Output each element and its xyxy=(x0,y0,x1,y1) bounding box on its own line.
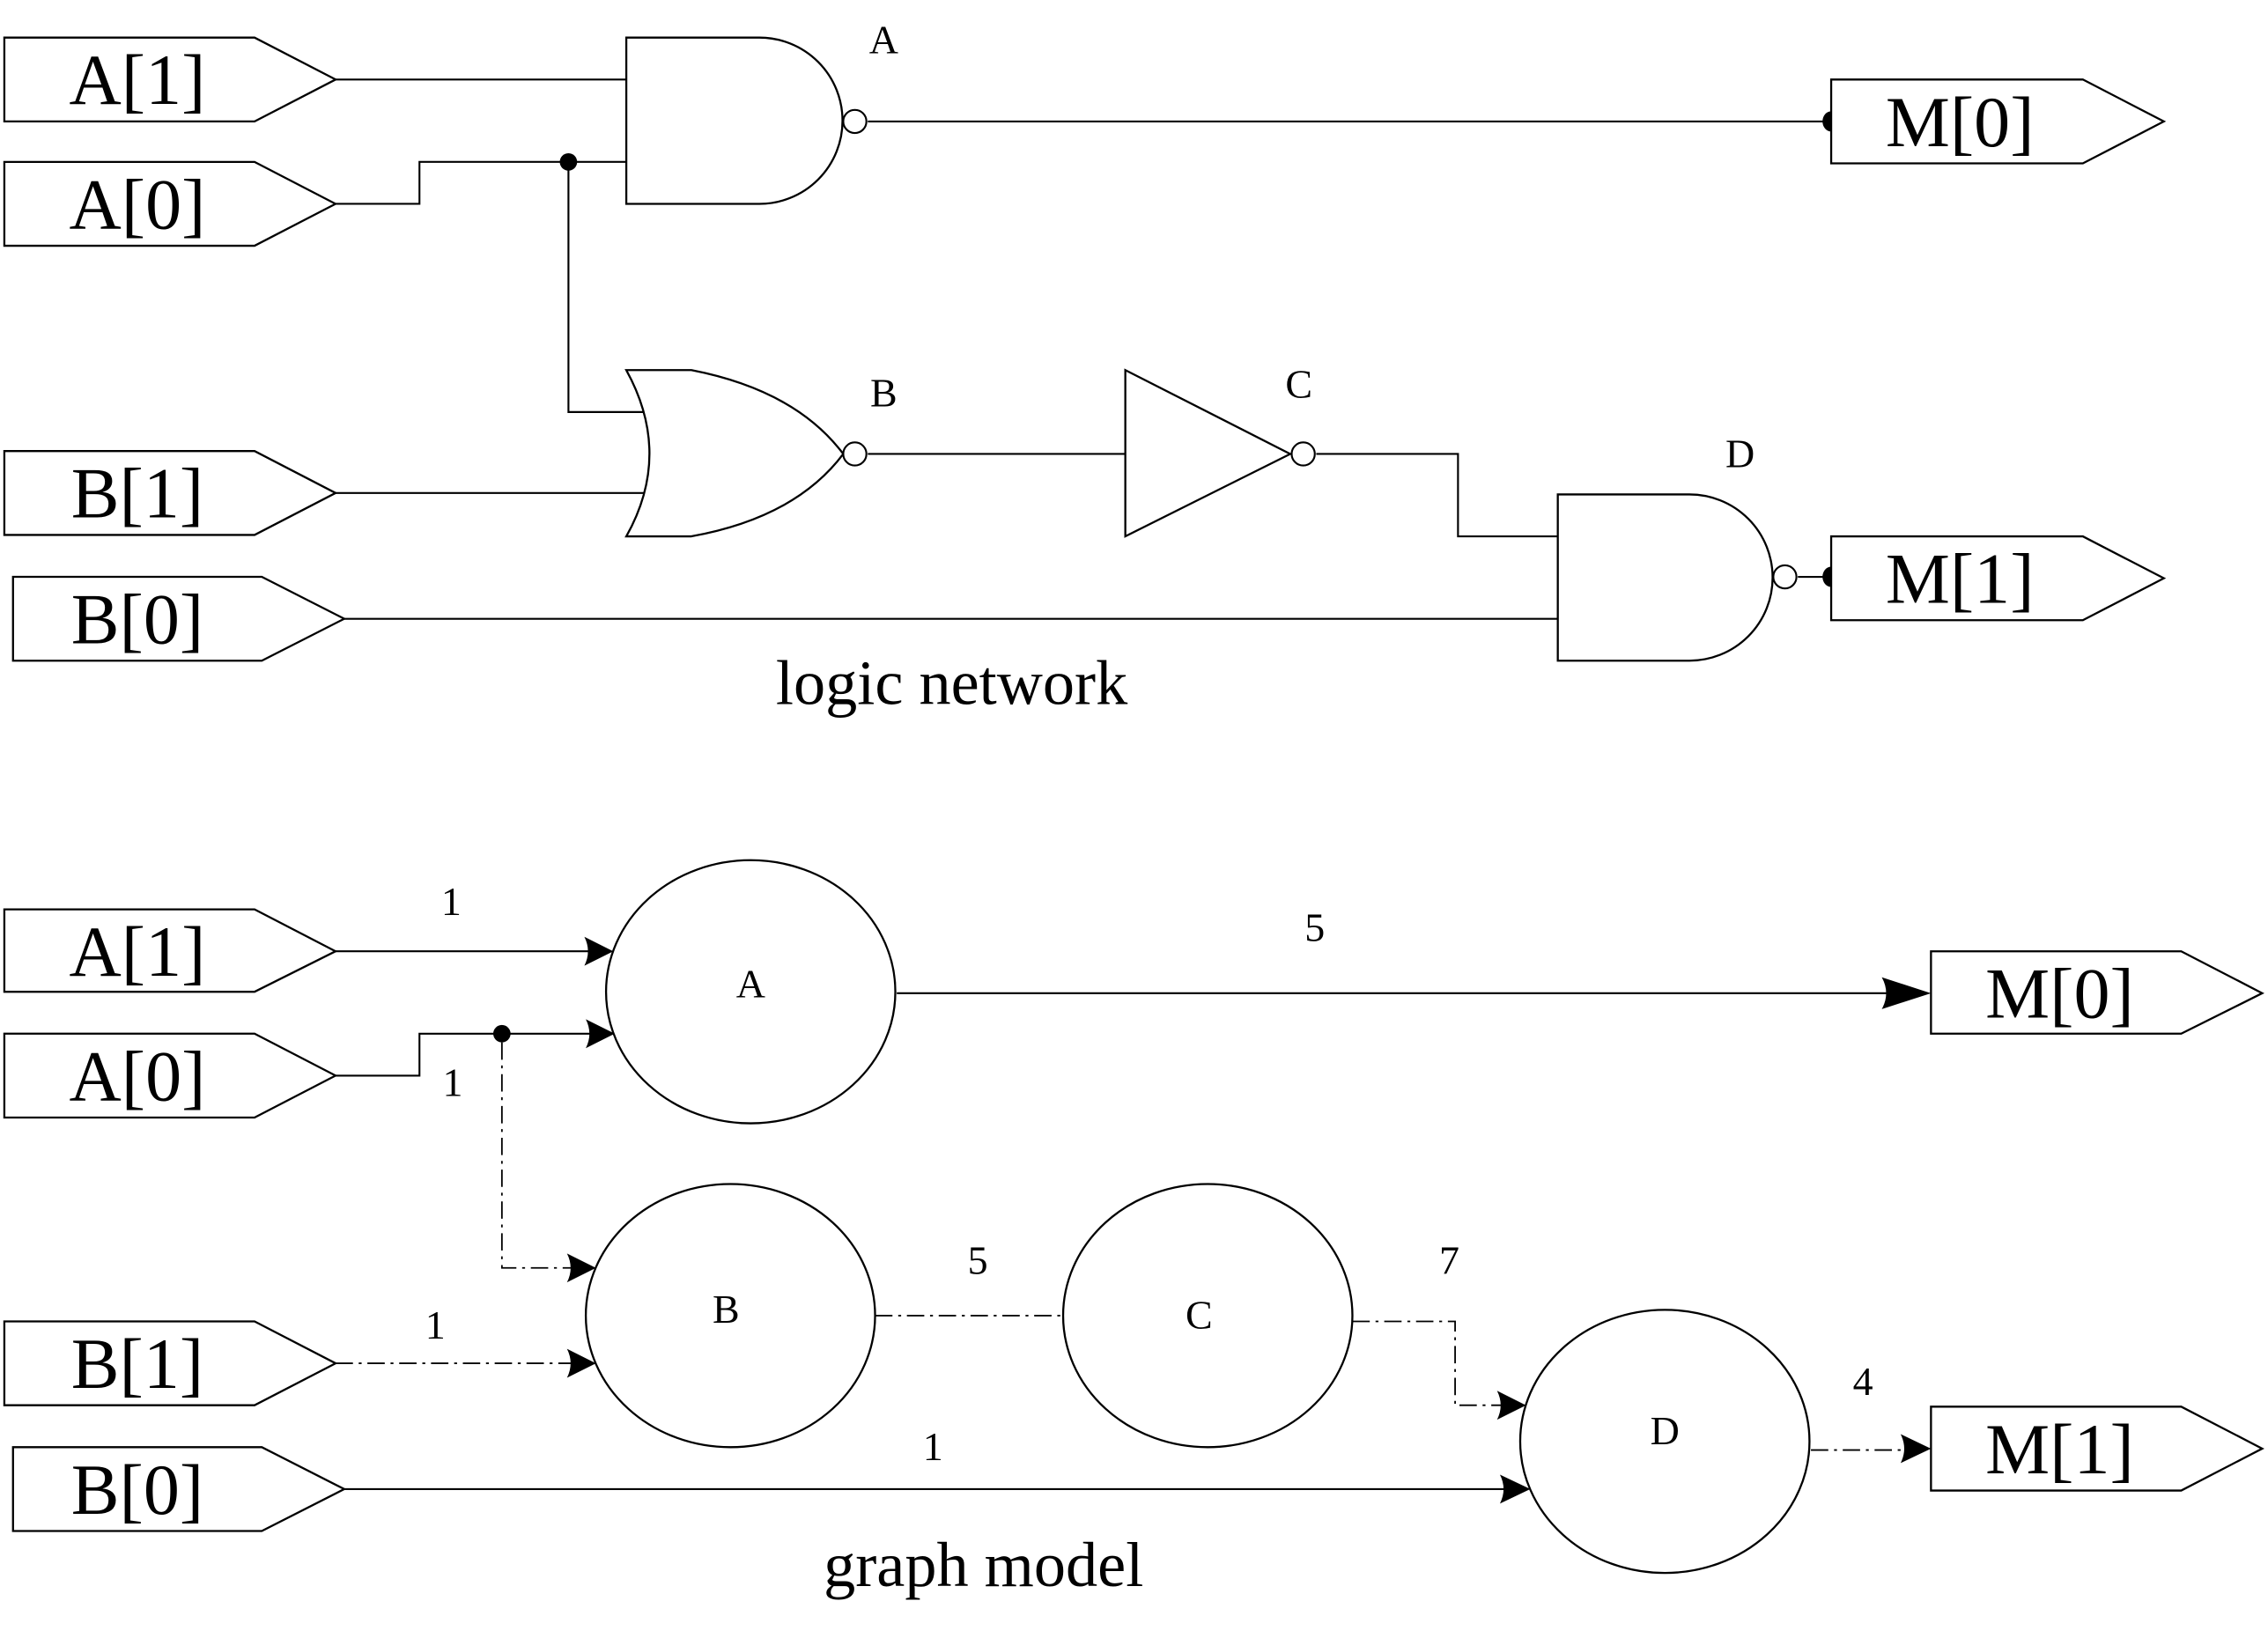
edge-weight-a0-a: 1 xyxy=(443,1059,463,1104)
gate-label: A xyxy=(869,18,898,63)
port-connector-m1 xyxy=(1822,566,1832,587)
input-port-label: B[0] xyxy=(71,579,203,660)
output-port-m1: M[1] xyxy=(1829,535,2167,622)
output-port-label: M[1] xyxy=(1985,1409,2134,1489)
input-port-label: A[1] xyxy=(70,911,206,992)
graph-output-port-m1: M[1] xyxy=(1930,1406,2264,1492)
output-port-label: M[0] xyxy=(1886,82,2035,162)
node-label: B xyxy=(713,1287,740,1332)
graph-input-port-a1: A[1] xyxy=(3,908,338,993)
edge-weight-b1-b: 1 xyxy=(425,1302,446,1347)
junction-dot xyxy=(492,1024,511,1043)
arrowhead xyxy=(1499,1474,1531,1504)
edge-weight-b-c: 5 xyxy=(968,1237,988,1282)
arrowhead xyxy=(1881,977,1932,1009)
inversion-bubble xyxy=(1290,441,1316,467)
graph-model: A[1] A[0] B[1] B[0] M[0] M[1] xyxy=(3,859,2264,1600)
output-port-m0: M[0] xyxy=(1829,78,2167,165)
node-label: C xyxy=(1186,1293,1213,1338)
arrowhead xyxy=(566,1253,596,1283)
input-port-label: A[0] xyxy=(70,164,206,244)
arrowhead xyxy=(584,936,614,966)
graph-node-a: A xyxy=(604,859,897,1125)
input-port-label: B[1] xyxy=(71,454,203,534)
input-port-label: B[0] xyxy=(71,1450,203,1530)
graph-output-port-m0: M[0] xyxy=(1930,950,2264,1035)
graph-node-d: D xyxy=(1518,1309,1811,1575)
inversion-bubble xyxy=(842,108,868,135)
graph-input-port-a0: A[0] xyxy=(3,1032,338,1119)
node-label: A xyxy=(736,962,765,1007)
graph-edges xyxy=(335,936,1932,1504)
inversion-bubble xyxy=(1772,564,1798,590)
arrowhead xyxy=(566,1348,596,1378)
output-port-label: M[0] xyxy=(1985,954,2134,1034)
gate-label: D xyxy=(1725,431,1755,476)
wire-a0-to-gate-b xyxy=(567,161,647,413)
arrowhead xyxy=(586,1019,615,1049)
wire-a0-to-gate-a xyxy=(335,160,627,205)
node-label: D xyxy=(1651,1408,1680,1453)
edge-weight-a1-a: 1 xyxy=(441,879,462,924)
input-port-a0: A[0] xyxy=(3,160,338,247)
gate-d-nand: D xyxy=(1556,431,1798,662)
edge-a0-to-a xyxy=(335,1032,594,1077)
gate-a-nand: A xyxy=(624,18,898,205)
output-port-label: M[1] xyxy=(1886,539,2035,619)
edge-weight-a-m0: 5 xyxy=(1304,905,1325,950)
graph-input-port-b0: B[0] xyxy=(11,1446,347,1532)
edge-weight-c-d: 7 xyxy=(1439,1237,1459,1282)
gate-label: C xyxy=(1285,361,1312,406)
edge-weight-d-m1: 4 xyxy=(1853,1359,1873,1404)
graph-input-port-b1: B[1] xyxy=(3,1320,338,1406)
logic-wires xyxy=(335,78,1832,620)
input-port-b0: B[0] xyxy=(11,575,347,662)
gate-c-not: C xyxy=(1124,361,1316,538)
logic-network: A[1] A[0] B[1] B[0] M[0] M[1] xyxy=(3,18,2167,718)
arrowhead xyxy=(1496,1391,1526,1420)
inversion-bubble xyxy=(842,441,868,467)
edge-weights: 1 1 1 5 5 7 1 4 xyxy=(425,879,1873,1469)
input-port-label: B[1] xyxy=(71,1324,203,1404)
graph-node-c: C xyxy=(1061,1183,1354,1449)
edge-a0-to-b xyxy=(500,1042,576,1269)
arrowhead xyxy=(1900,1434,1932,1464)
input-port-b1: B[1] xyxy=(3,450,338,536)
gate-b-nor: B xyxy=(624,369,898,538)
port-connector-m0 xyxy=(1822,111,1832,132)
gate-label: B xyxy=(870,370,898,415)
input-port-a1: A[1] xyxy=(3,36,338,123)
graph-model-caption: graph model xyxy=(824,1530,1143,1600)
wire-gate-c-to-gate-d xyxy=(1316,453,1558,538)
input-port-label: A[1] xyxy=(70,40,206,120)
edge-c-to-d xyxy=(1352,1320,1504,1406)
graph-node-b: B xyxy=(584,1183,876,1449)
logic-network-caption: logic network xyxy=(776,647,1128,718)
edge-weight-b0-d: 1 xyxy=(923,1424,943,1469)
input-port-label: A[0] xyxy=(70,1036,206,1116)
junction-dot xyxy=(559,153,578,171)
